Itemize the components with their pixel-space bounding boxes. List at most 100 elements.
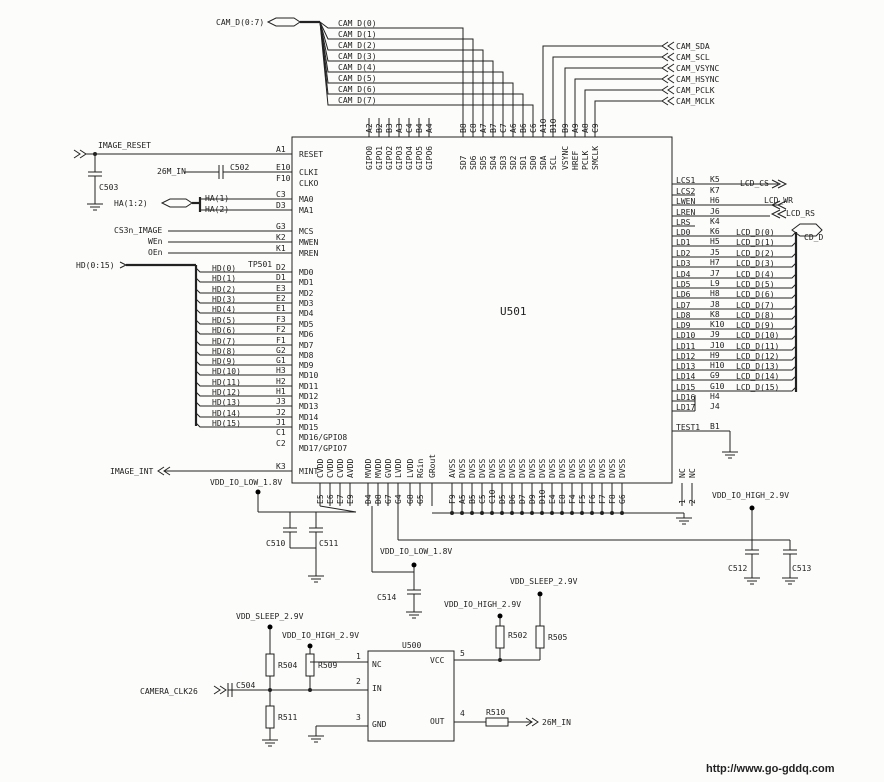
lcd-line bbox=[695, 355, 797, 361]
lcd-line-label: LCD_D(10) bbox=[736, 331, 779, 340]
right-pin-signal: LD9 bbox=[676, 321, 691, 330]
lcd-line-label: LCD_D(5) bbox=[736, 280, 775, 289]
hd-lines: HD(0)HD(1)HD(2)HD(3)HD(4)HD(5)HD(6)HD(7)… bbox=[195, 264, 292, 428]
cam-ctrl-label: CAM_MCLK bbox=[676, 97, 715, 106]
right-pin-signal: LD17 bbox=[676, 403, 695, 412]
vdd-high-b-label: VDD_IO_HIGH_2.9V bbox=[444, 600, 521, 609]
lcd-line-label: LCD_D(3) bbox=[736, 259, 775, 268]
lcd-line bbox=[695, 375, 797, 381]
c513-label: C513 bbox=[792, 564, 811, 573]
top-pin-signal: SCL bbox=[549, 155, 558, 170]
u501-body bbox=[291, 136, 673, 484]
bottom-pin-signal: DVSS bbox=[578, 459, 587, 478]
cam-ctrl-arrow bbox=[661, 85, 675, 95]
left-pin-signal: MD10 bbox=[299, 371, 318, 380]
left-pin-number: A1 bbox=[276, 145, 286, 154]
right-pin-number: K5 bbox=[710, 175, 720, 184]
camera-clk-label: CAMERA_CLK26 bbox=[140, 687, 198, 696]
svg-text:5: 5 bbox=[460, 649, 465, 658]
cam-line bbox=[319, 21, 464, 118]
lcd-line bbox=[695, 314, 797, 320]
left-pin-number: C3 bbox=[276, 190, 286, 199]
right-pin-number: J5 bbox=[710, 248, 720, 257]
lcd-line-label: LCD_D(9) bbox=[736, 321, 775, 330]
svg-text:3: 3 bbox=[356, 713, 361, 722]
lcd-line-label: LCD_D(2) bbox=[736, 249, 775, 258]
cam-line bbox=[319, 21, 524, 118]
hd-line-label: HD(6) bbox=[212, 326, 236, 335]
bottom-pin-signal: AVSS bbox=[448, 459, 457, 478]
bottom-pin-signal: NC bbox=[678, 468, 687, 478]
osc-out-label: 26M_IN bbox=[542, 718, 571, 727]
cam-line bbox=[319, 21, 484, 118]
cam-ctrl-label: CAM_VSYNC bbox=[676, 64, 720, 73]
r510-label: R510 bbox=[486, 708, 505, 717]
bottom-pin-signal: DVSS bbox=[588, 459, 597, 478]
bottom-pin-signal: GRout bbox=[428, 454, 437, 478]
ha-bus-connector bbox=[160, 198, 193, 208]
r509-label: R509 bbox=[318, 661, 337, 670]
hd-line-label: HD(10) bbox=[212, 367, 241, 376]
right-pin-number: J7 bbox=[710, 269, 720, 278]
bottom-pin-signal: DVSS bbox=[598, 459, 607, 478]
bottom-pin-number: F4 bbox=[568, 494, 577, 504]
right-pin-number: H10 bbox=[710, 361, 725, 370]
left-pin-number: K2 bbox=[276, 233, 286, 242]
lcd-line-label: LCD_D(12) bbox=[736, 352, 779, 361]
lcd-wr-label: LCD_WR bbox=[764, 196, 793, 205]
cam-ctrl-arrow bbox=[661, 52, 675, 62]
cam-line-label: CAM_D(1) bbox=[338, 30, 377, 39]
lcd-line bbox=[695, 252, 797, 258]
right-pin-signal: LD14 bbox=[676, 372, 695, 381]
cam-ctrl-label: CAM_SCL bbox=[676, 53, 710, 62]
osc-out-arrow bbox=[525, 717, 539, 727]
hd-line bbox=[195, 401, 292, 407]
bottom-pin-signal: DVSS bbox=[478, 459, 487, 478]
left-pin-signal: MD0 bbox=[299, 268, 314, 277]
cs3n-label: CS3n_IMAGE bbox=[114, 226, 162, 235]
lcd-line bbox=[695, 283, 797, 289]
cam-ctrl-label: CAM_SDA bbox=[676, 42, 710, 51]
r504-label: R504 bbox=[278, 661, 297, 670]
bottom-pin-number: G5 bbox=[416, 494, 425, 504]
top-pin-signal: GIPO4 bbox=[405, 146, 414, 170]
right-pin-signal: LD0 bbox=[676, 228, 691, 237]
cam-ctrl-line bbox=[574, 78, 662, 118]
hd-line bbox=[195, 370, 292, 376]
top-pin-number: A8 bbox=[581, 123, 590, 133]
hd-line bbox=[195, 340, 292, 346]
left-pin-signal: MREN bbox=[299, 249, 318, 258]
lcd-line-label: LCD_D(4) bbox=[736, 270, 775, 279]
left-pin-number: J3 bbox=[276, 397, 286, 406]
bottom-pin-number: E6 bbox=[326, 494, 335, 504]
hd-line bbox=[195, 360, 292, 366]
top-pin-signal: PCLK bbox=[581, 151, 590, 170]
right-pin-signal: LCS1 bbox=[676, 176, 695, 185]
hd-line-label: HD(9) bbox=[212, 357, 236, 366]
bottom-pin-signal: DVSS bbox=[608, 459, 617, 478]
top-pin-number: B7 bbox=[489, 123, 498, 133]
right-pin-signal: LD16 bbox=[676, 393, 695, 402]
bottom-pin-number: E4 bbox=[548, 494, 557, 504]
u500-pin-nc: NC bbox=[372, 660, 382, 669]
u500-body bbox=[367, 650, 455, 742]
footer-url: http://www.go-gddq.com bbox=[706, 763, 835, 775]
hd-line-label: HD(14) bbox=[212, 409, 241, 418]
top-pin-signal: SDA bbox=[539, 155, 548, 170]
bottom-pin-number: D6 bbox=[508, 494, 517, 504]
top-pin-signal: GIPO6 bbox=[425, 146, 434, 170]
lcd-line bbox=[695, 345, 797, 351]
oen-label: OEn bbox=[148, 248, 163, 257]
hd-line-label: HD(5) bbox=[212, 316, 236, 325]
c511-label: C511 bbox=[319, 539, 338, 548]
top-pin-signal: SD7 bbox=[459, 155, 468, 170]
cd-bus-label: CD_D bbox=[804, 233, 823, 242]
right-pin-signal: LD12 bbox=[676, 352, 695, 361]
cam-ctrl-arrow bbox=[661, 96, 675, 106]
top-pin-number: A7 bbox=[479, 123, 488, 133]
top-pin-number: C6 bbox=[529, 123, 538, 133]
hd-line-label: HD(2) bbox=[212, 285, 236, 294]
hd-line-label: HD(13) bbox=[212, 398, 241, 407]
lcd-cs-label: LCD_CS bbox=[740, 179, 769, 188]
